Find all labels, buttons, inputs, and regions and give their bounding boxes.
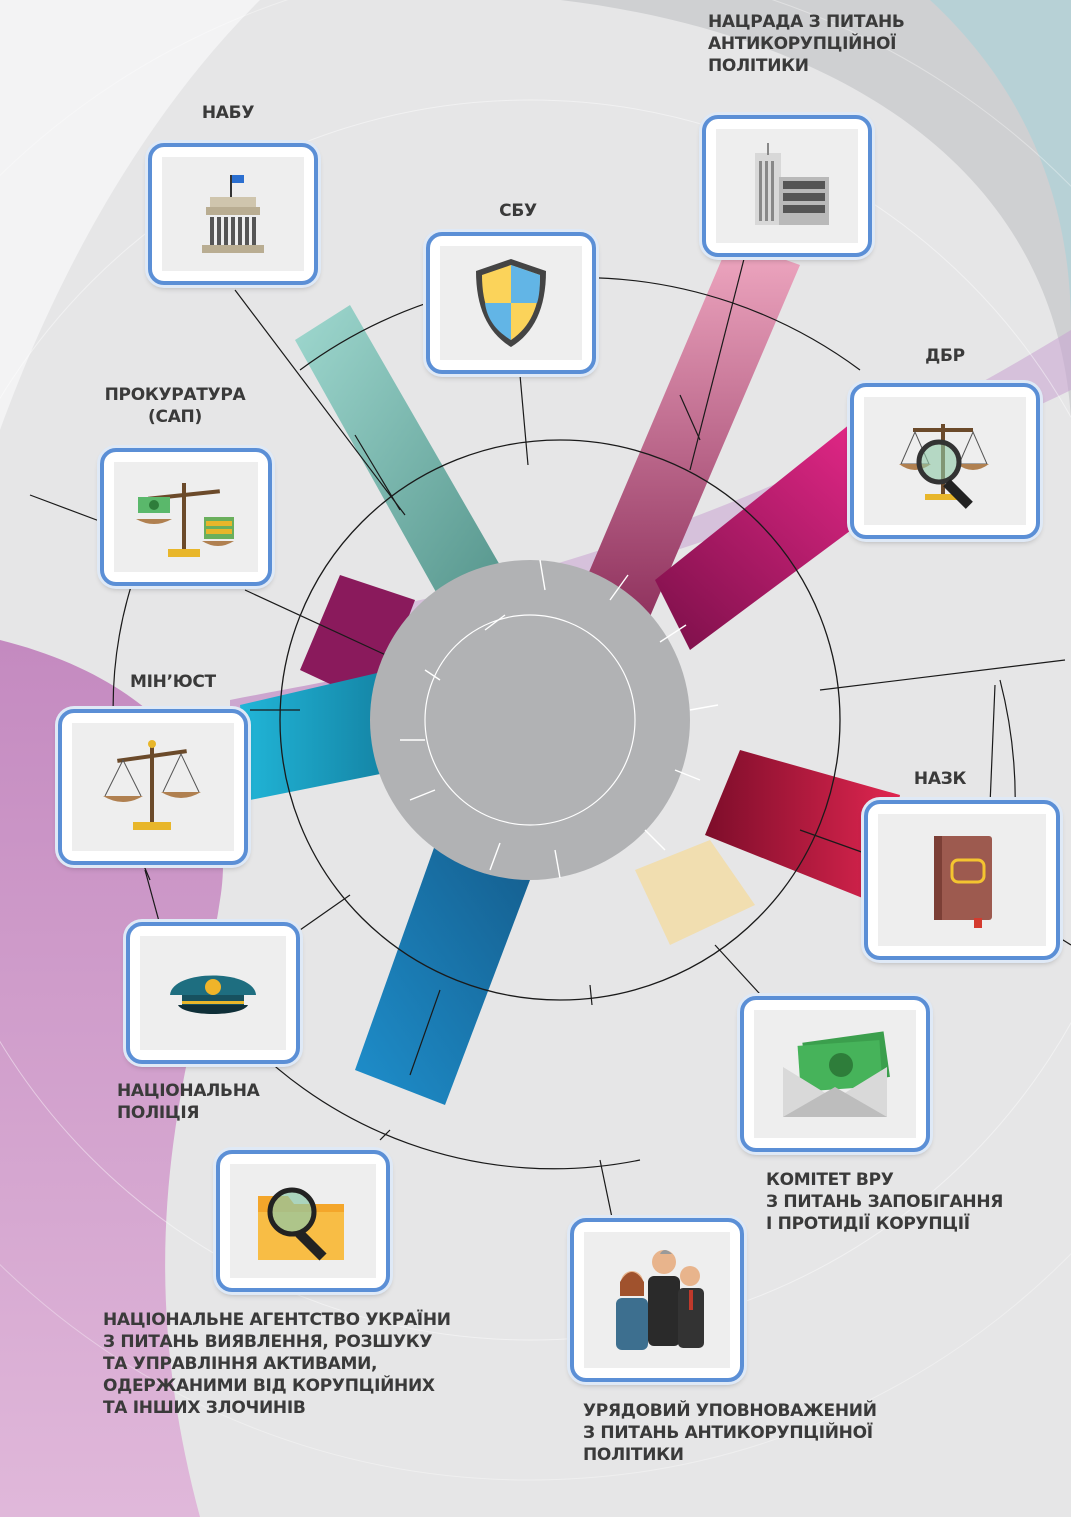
scales-icon: [103, 740, 201, 830]
nabu-node[interactable]: [148, 143, 318, 285]
police-node[interactable]: [126, 922, 300, 1064]
ray-magenta: [655, 420, 905, 650]
committee-label: КОМІТЕТ ВРУ З ПИТАНЬ ЗАПОБІГАННЯ І ПРОТИ…: [766, 1170, 1004, 1234]
office-building-icon: [755, 143, 829, 225]
police-cap-icon: [170, 975, 256, 1014]
dbr-node[interactable]: [850, 383, 1040, 539]
book-icon: [934, 836, 992, 928]
nazk-label: НАЗК: [913, 769, 967, 789]
nabu-label: НАБУ: [201, 103, 255, 123]
arma-label: НАЦІОНАЛЬНЕ АГЕНТСТВО УКРАЇНИ З ПИТАНЬ В…: [103, 1310, 451, 1418]
ray-crimson: [705, 750, 900, 905]
dbr-label: ДБР: [925, 346, 965, 366]
officials-group-icon: [616, 1250, 704, 1350]
scales-money-icon: [136, 483, 234, 557]
government-building-icon: [202, 175, 264, 253]
minjust-label: МІН’ЮСТ: [130, 672, 216, 692]
ray-teal: [295, 305, 520, 635]
money-envelope-icon: [783, 1031, 890, 1117]
ray-blue: [355, 845, 530, 1105]
nazk-node[interactable]: [864, 800, 1060, 960]
scales-magnifier-icon: [899, 424, 989, 509]
ray-cream: [635, 840, 755, 945]
arma-node[interactable]: [216, 1150, 390, 1292]
ray-pink: [575, 240, 800, 640]
natsrada-label: НАЦРАДА З ПИТАНЬ АНТИКОРУПЦІЙНОЇ ПОЛІТИК…: [708, 12, 905, 76]
natsrada-node[interactable]: [702, 115, 872, 257]
prosecutor-node[interactable]: [100, 448, 272, 586]
shield-icon: [476, 259, 546, 347]
sbu-node[interactable]: [426, 232, 596, 374]
folder-magnifier-icon: [258, 1187, 344, 1261]
sbu-label: СБУ: [499, 201, 537, 221]
prosecutor-label: ПРОКУРАТУРА (САП): [104, 385, 246, 427]
commissioner-label: УРЯДОВИЙ УПОВНОВАЖЕНИЙ З ПИТАНЬ АНТИКОРУ…: [583, 1401, 877, 1465]
commissioner-node[interactable]: [570, 1218, 744, 1382]
minjust-node[interactable]: [58, 709, 248, 865]
committee-node[interactable]: [740, 996, 930, 1152]
hub-circle: [370, 560, 690, 880]
police-label: НАЦІОНАЛЬНА ПОЛІЦІЯ: [117, 1081, 260, 1123]
